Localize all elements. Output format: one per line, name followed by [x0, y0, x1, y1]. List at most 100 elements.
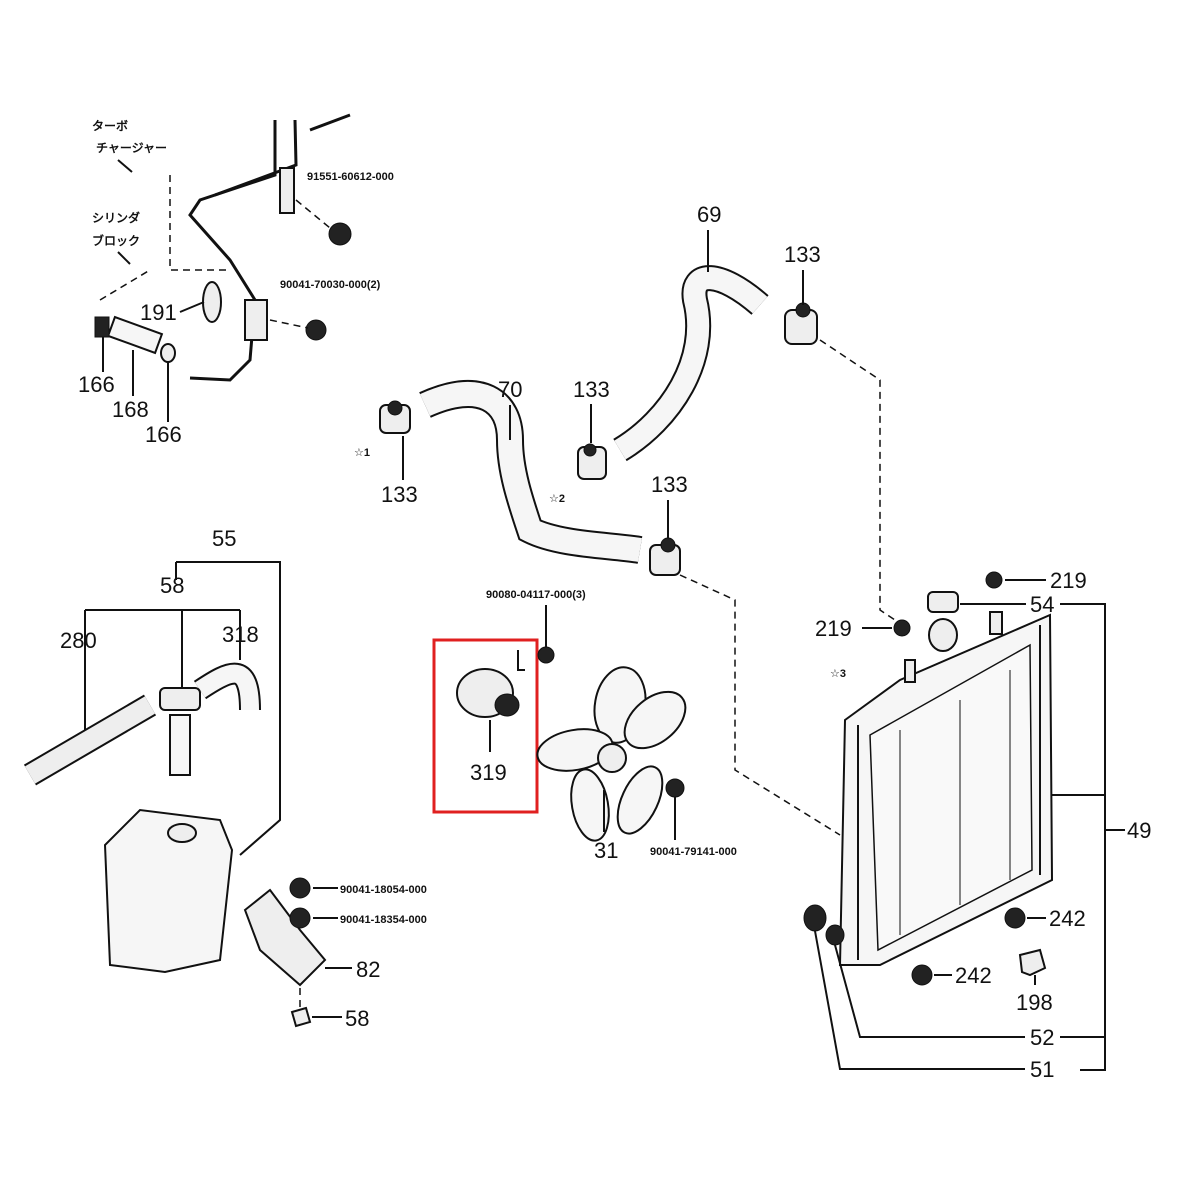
guide-nut [269, 319, 309, 329]
guide-hose-69 [819, 339, 896, 621]
radiator-core [869, 643, 1033, 952]
turbo-label: ターボ [92, 118, 128, 133]
clamp-166-b [160, 343, 176, 363]
callout-69: 69 [697, 202, 721, 227]
charger-label: チャージャー [96, 141, 167, 155]
leader-51 [814, 930, 1025, 1070]
turbo-pipe-3 [309, 113, 351, 132]
callout-51: 51 [1030, 1057, 1054, 1082]
leader-49 [1052, 794, 1125, 831]
callout-242-a: 242 [1049, 906, 1086, 931]
cushion-52 [825, 924, 845, 946]
bolt-90041-18-a [289, 877, 311, 899]
callout-219-b: 219 [815, 616, 852, 641]
bolt-90041-18-b [289, 907, 311, 929]
callout-58-a: 58 [160, 573, 184, 598]
fan-motor-hub [494, 693, 520, 717]
bolt-242-b [911, 964, 933, 986]
callout-133-b: 133 [573, 377, 610, 402]
callout-319: 319 [470, 760, 507, 785]
guide-line-turbo [99, 175, 230, 301]
star-2-label: ☆2 [549, 493, 565, 505]
hose-280 [24, 696, 156, 784]
bolt-90041-79 [665, 778, 685, 798]
cylinder-label: シリンダ [92, 210, 140, 225]
callout-31: 31 [594, 838, 618, 863]
clamp-133-b [577, 443, 607, 480]
star-1-label: ☆1 [354, 447, 370, 459]
hose-168 [106, 315, 164, 355]
leader-54 [960, 603, 1106, 1071]
clamp-133-a [379, 400, 411, 434]
clamp-133-d [784, 302, 818, 345]
bolt-242-a [1004, 907, 1026, 929]
pipe-clamp-bracket [244, 299, 268, 341]
callout-242-b: 242 [955, 963, 992, 988]
reservoir-cap [167, 823, 197, 843]
clamp-58 [159, 687, 201, 711]
reservoir-assembly: 55 58 280 318 90041-18054-000 90041-1835… [23, 526, 427, 1031]
bolt-91551 [328, 222, 352, 246]
cap-219-b [893, 619, 911, 637]
bracket-198 [1018, 948, 1047, 977]
pn-90080: 90080-04117-000(3) [486, 589, 586, 601]
callout-133-d: 133 [784, 242, 821, 267]
pn-90041-79: 90041-79141-000 [650, 846, 737, 858]
cap-219-a [985, 571, 1003, 589]
callout-82: 82 [356, 957, 380, 982]
hose-70 [420, 382, 642, 562]
bracket-91551 [279, 167, 295, 214]
fan-31 [536, 666, 687, 842]
leader-191 [179, 301, 205, 313]
drain-plug [904, 659, 916, 683]
star-3-label: ☆3 [830, 668, 846, 680]
fan-motor-group: 319 90080-04117-000(3) 31 90041-79141-00… [432, 589, 737, 863]
callout-52: 52 [1030, 1025, 1054, 1050]
callout-219-a: 219 [1050, 568, 1087, 593]
callout-58-b: 58 [345, 1006, 369, 1031]
block-arrow [117, 251, 131, 265]
turbo-arrow [117, 159, 133, 173]
leader-58-a [84, 609, 241, 730]
callout-318: 318 [222, 622, 259, 647]
pn-90041-18-a: 90041-18054-000 [340, 884, 427, 896]
pn-90041-70: 90041-70030-000(2) [280, 279, 381, 291]
callout-168: 168 [112, 397, 149, 422]
callout-280: 280 [60, 628, 97, 653]
callout-70: 70 [498, 377, 522, 402]
cushion-51 [803, 904, 827, 932]
nut-90041-70 [305, 319, 327, 341]
radiator-assembly: ☆3 219 219 54 49 242 242 198 52 51 [803, 568, 1151, 1082]
reservoir-tank [103, 808, 234, 974]
guide-hose-70 [679, 574, 841, 836]
nut-58 [290, 1006, 312, 1028]
pn-91551: 91551-60612-000 [307, 171, 394, 183]
callout-133-c: 133 [651, 472, 688, 497]
fitting-54 [989, 611, 1003, 635]
filler-neck [928, 618, 958, 652]
callout-49: 49 [1127, 818, 1151, 843]
callout-166-a: 166 [78, 372, 115, 397]
turbo-pipe-2 [214, 119, 298, 197]
block-label: ブロック [92, 233, 140, 248]
hose-69 [614, 267, 768, 460]
callout-191: 191 [140, 300, 177, 325]
guide-bolt [295, 199, 331, 229]
gasket-191 [202, 281, 222, 323]
clamp-166-a [94, 316, 110, 338]
highlight-box [432, 638, 539, 814]
callout-55: 55 [212, 526, 236, 551]
motor-wire [517, 650, 525, 671]
leader-55 [176, 561, 281, 856]
radiator-cap-54 [927, 591, 959, 613]
hose-318 [195, 664, 259, 711]
turbo-pipe-assembly: ターボ チャージャー シリンダ ブロック 91551-60612-000 900… [78, 113, 394, 447]
leader-52 [834, 944, 1025, 1038]
nut-90080 [537, 646, 555, 664]
clamp-133-c [649, 537, 681, 576]
radiator-hoses: 69 70 133 133 133 133 ☆1 ☆2 [354, 202, 896, 836]
pn-90041-18-b: 90041-18354-000 [340, 914, 427, 926]
callout-198: 198 [1016, 990, 1053, 1015]
callout-166-b: 166 [145, 422, 182, 447]
